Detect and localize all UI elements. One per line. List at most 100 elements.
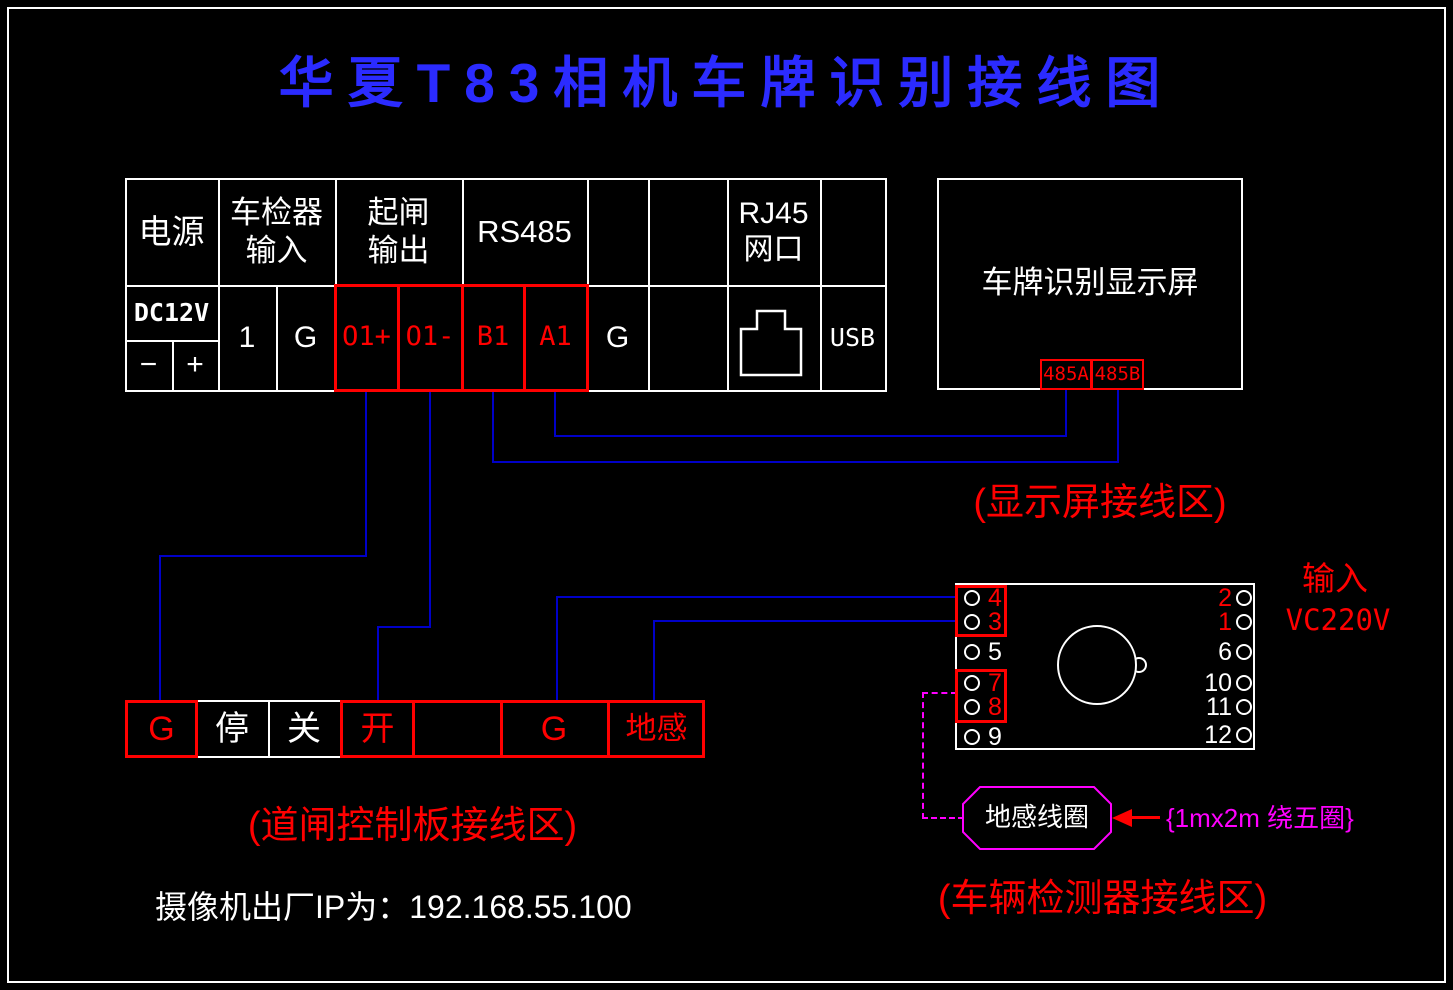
coil-wire-bottom (922, 817, 964, 819)
cell-dc12v: DC12V (133, 297, 210, 327)
gate-g2-sense-box (500, 700, 705, 758)
wire-detector-3-down (653, 620, 655, 702)
gate-zone-label: (道闸控制板接线区) (247, 805, 578, 848)
wire-o1plus-down (365, 390, 367, 557)
coil-arrow-icon (1112, 809, 1132, 827)
wire-to-gate-open (377, 626, 379, 702)
terminal-number-11: 11 (1206, 693, 1232, 721)
wire-485a-up (1065, 390, 1067, 437)
wire-to-gate-g (159, 555, 161, 702)
vehicle-detector-box (955, 583, 1255, 750)
table-line (218, 178, 220, 392)
gate-cell-close: 关 (287, 709, 321, 748)
wire-o1plus-across (159, 555, 367, 557)
gate-open-box (340, 700, 415, 758)
terminal-circle-7 (964, 675, 980, 691)
terminal-number-6: 6 (1218, 638, 1232, 666)
terminal-number-12: 12 (1204, 721, 1232, 749)
cell-detector-g: G (293, 320, 318, 354)
wire-a1-down (554, 390, 556, 437)
coil-spec-label: {1mx2m 绕五圈} (1166, 803, 1354, 834)
rj45-jack-icon (739, 309, 803, 377)
terminal-number-10: 10 (1204, 669, 1232, 697)
cell-o1-minus: O1- (405, 321, 455, 353)
display-zone-label: (显示屏接线区) (973, 482, 1227, 525)
cell-g: G (605, 320, 630, 354)
wire-o1minus-across (377, 626, 431, 628)
terminal-number-1: 1 (1218, 608, 1232, 636)
header-power: 电源 (138, 212, 205, 250)
cell-b1: B1 (476, 321, 510, 353)
gate-connector-bottom (413, 755, 502, 758)
detector-zone-label: (车辆检测器接线区) (937, 878, 1268, 921)
cell-plus: + (186, 348, 204, 381)
cell-o1-plus: O1+ (342, 321, 391, 353)
table-line (125, 178, 887, 180)
table-line (172, 340, 174, 390)
header-rs485: RS485 (477, 213, 572, 249)
gate-g-box (125, 700, 198, 758)
table-line (820, 178, 822, 392)
terminal-circle-6 (1236, 644, 1252, 660)
diagram-border (7, 7, 1446, 983)
terminal-circle-4 (964, 590, 980, 606)
wire-o1minus-down (429, 390, 431, 628)
terminal-485b-box (1091, 359, 1144, 390)
coil-wire-top (922, 692, 957, 694)
detector-terminals-7-8-highlight (955, 669, 1007, 723)
terminal-number-2: 2 (1218, 584, 1232, 612)
terminal-circle-9 (964, 729, 980, 745)
gate-cell-g1: G (148, 709, 175, 748)
gate-connector-top (413, 700, 502, 703)
cell-detector-1: 1 (238, 320, 256, 354)
ground-coil-octagon (962, 786, 1112, 850)
terminal-number-4: 4 (988, 584, 1002, 612)
diagram-title: 华夏T83相机车牌识别接线图 (278, 52, 1175, 114)
terminal-circle-1 (1236, 614, 1252, 630)
relay-socket-circle (1057, 625, 1137, 705)
cell-minus: − (139, 348, 158, 381)
gate-cell-open: 开 (360, 709, 395, 748)
detector-terminals-4-3-highlight (955, 585, 1007, 637)
wire-a1-485a (554, 435, 1067, 437)
rs485-highlight (461, 284, 589, 392)
terminal-number-7: 7 (988, 669, 1002, 697)
table-line (125, 178, 127, 392)
terminal-circle-12 (1236, 727, 1252, 743)
table-line (276, 285, 278, 390)
terminal-circle-5 (964, 644, 980, 660)
table-line (648, 178, 650, 392)
terminal-circle-3 (964, 614, 980, 630)
coil-wire-vertical (922, 692, 924, 819)
wire-detector-3 (653, 620, 955, 622)
gate-cell-ground-sense: 地感 (625, 711, 688, 747)
terminal-485b-label: 485B (1094, 363, 1141, 386)
gate-output-divider (397, 287, 400, 390)
wire-b1-down (492, 390, 494, 463)
table-line (727, 178, 729, 392)
wire-detector-4-down (556, 596, 558, 702)
display-screen-label: 车牌识别显示屏 (981, 265, 1199, 301)
terminal-circle-8 (964, 699, 980, 715)
coil-arrow-tail (1132, 816, 1160, 819)
gate-cell-stop: 停 (215, 709, 249, 748)
terminal-circle-11 (1236, 699, 1252, 715)
input-label: 输入 (1302, 560, 1368, 598)
terminal-485a-label: 485A (1043, 363, 1089, 386)
coil-label: 地感线圈 (984, 802, 1089, 833)
wire-detector-4 (556, 596, 955, 598)
terminal-number-9: 9 (988, 723, 1002, 751)
header-gate-open-output: 起闸 输出 (367, 195, 430, 268)
terminal-circle-2 (1236, 590, 1252, 606)
cell-usb: USB (829, 322, 876, 352)
gate-cell-g2: G (540, 709, 568, 748)
table-line (885, 178, 887, 392)
terminal-circle-10 (1236, 675, 1252, 691)
terminal-number-3: 3 (988, 608, 1002, 636)
cell-a1: A1 (539, 321, 572, 353)
gate-g2-divider (607, 700, 610, 758)
rs485-divider (523, 287, 526, 390)
gate-divider (268, 700, 270, 758)
terminal-number-8: 8 (988, 693, 1002, 721)
